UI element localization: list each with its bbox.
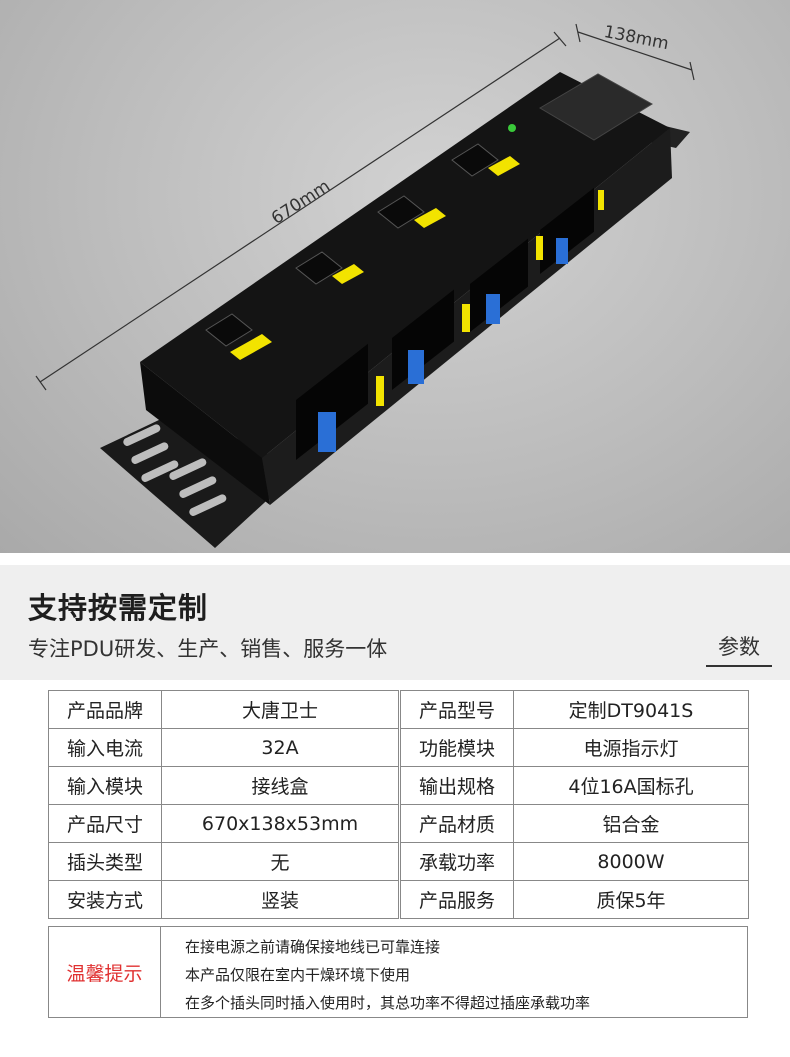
spec-key: 产品尺寸 — [48, 804, 162, 843]
spec-value: 接线盒 — [161, 766, 399, 805]
spec-value: 定制DT9041S — [513, 690, 749, 729]
spec-value: 670x138x53mm — [161, 804, 399, 843]
spec-key: 产品型号 — [400, 690, 514, 729]
spec-value: 4位16A国标孔 — [513, 766, 749, 805]
spec-key: 输出规格 — [400, 766, 514, 805]
table-row: 插头类型 无 — [48, 842, 399, 881]
spec-key: 产品材质 — [400, 804, 514, 843]
outlet-a3 — [295, 251, 364, 285]
table-row: 输入模块 接线盒 — [48, 766, 399, 805]
spec-key: 插头类型 — [48, 842, 162, 881]
list-item: 在多个插头同时插入使用时，其总功率不得超过插座承载功率 — [185, 994, 591, 1012]
spec-value: 大唐卫士 — [161, 690, 399, 729]
tips-label: 温馨提示 — [49, 927, 161, 1017]
spec-key: 承载功率 — [400, 842, 514, 881]
page-subtitle: 专注PDU研发、生产、销售、服务一体 — [28, 637, 388, 661]
tips-list: 在接电源之前请确保接地线已可靠连接 本产品仅限在室内干燥环境下使用 在多个插头同… — [185, 933, 590, 1017]
table-row: 产品品牌 大唐卫士 — [48, 690, 399, 729]
spec-key: 输入电流 — [48, 728, 162, 767]
spec-value: 竖装 — [161, 880, 399, 919]
spec-key: 功能模块 — [400, 728, 514, 767]
spec-value: 32A — [161, 728, 399, 767]
table-row: 产品型号 定制DT9041S — [400, 690, 749, 729]
outlet-a2 — [377, 195, 446, 229]
product-photo: 138mm 670mm — [0, 0, 790, 553]
table-row: 承载功率 8000W — [400, 842, 749, 881]
separator — [0, 553, 790, 565]
spec-value: 8000W — [513, 842, 749, 881]
table-row: 输出规格 4位16A国标孔 — [400, 766, 749, 805]
spec-key: 产品服务 — [400, 880, 514, 919]
table-row: 产品材质 铝合金 — [400, 804, 749, 843]
spec-table-right: 产品型号 定制DT9041S 功能模块 电源指示灯 输出规格 4位16A国标孔 … — [400, 690, 749, 919]
spec-value: 无 — [161, 842, 399, 881]
list-item: 在接电源之前请确保接地线已可靠连接 — [185, 938, 441, 956]
table-row: 产品尺寸 670x138x53mm — [48, 804, 399, 843]
spec-value: 质保5年 — [513, 880, 749, 919]
spec-value: 铝合金 — [513, 804, 749, 843]
pdu-top-face — [140, 72, 670, 458]
section-tag: 参数 — [706, 631, 772, 667]
pdu-illustration — [35, 23, 695, 548]
tips-box: 温馨提示 在接电源之前请确保接地线已可靠连接 本产品仅限在室内干燥环境下使用 在… — [48, 926, 748, 1018]
spec-key: 产品品牌 — [48, 690, 162, 729]
heading-band: 支持按需定制 专注PDU研发、生产、销售、服务一体 参数 — [0, 565, 790, 680]
pdu-front-face — [140, 362, 270, 505]
page-title: 支持按需定制 — [28, 591, 209, 625]
spec-key: 输入模块 — [48, 766, 162, 805]
list-item: 本产品仅限在室内干燥环境下使用 — [185, 966, 411, 984]
outlet-a1 — [451, 143, 520, 177]
spec-table-left: 产品品牌 大唐卫士 输入电流 32A 输入模块 接线盒 产品尺寸 670x138… — [48, 690, 399, 919]
table-row: 功能模块 电源指示灯 — [400, 728, 749, 767]
table-row: 输入电流 32A — [48, 728, 399, 767]
spec-key: 安装方式 — [48, 880, 162, 919]
outlet-a4 — [205, 313, 272, 360]
mounting-bracket — [100, 410, 300, 548]
table-row: 安装方式 竖装 — [48, 880, 399, 919]
spec-value: 电源指示灯 — [513, 728, 749, 767]
table-row: 产品服务 质保5年 — [400, 880, 749, 919]
breakers — [296, 187, 604, 460]
